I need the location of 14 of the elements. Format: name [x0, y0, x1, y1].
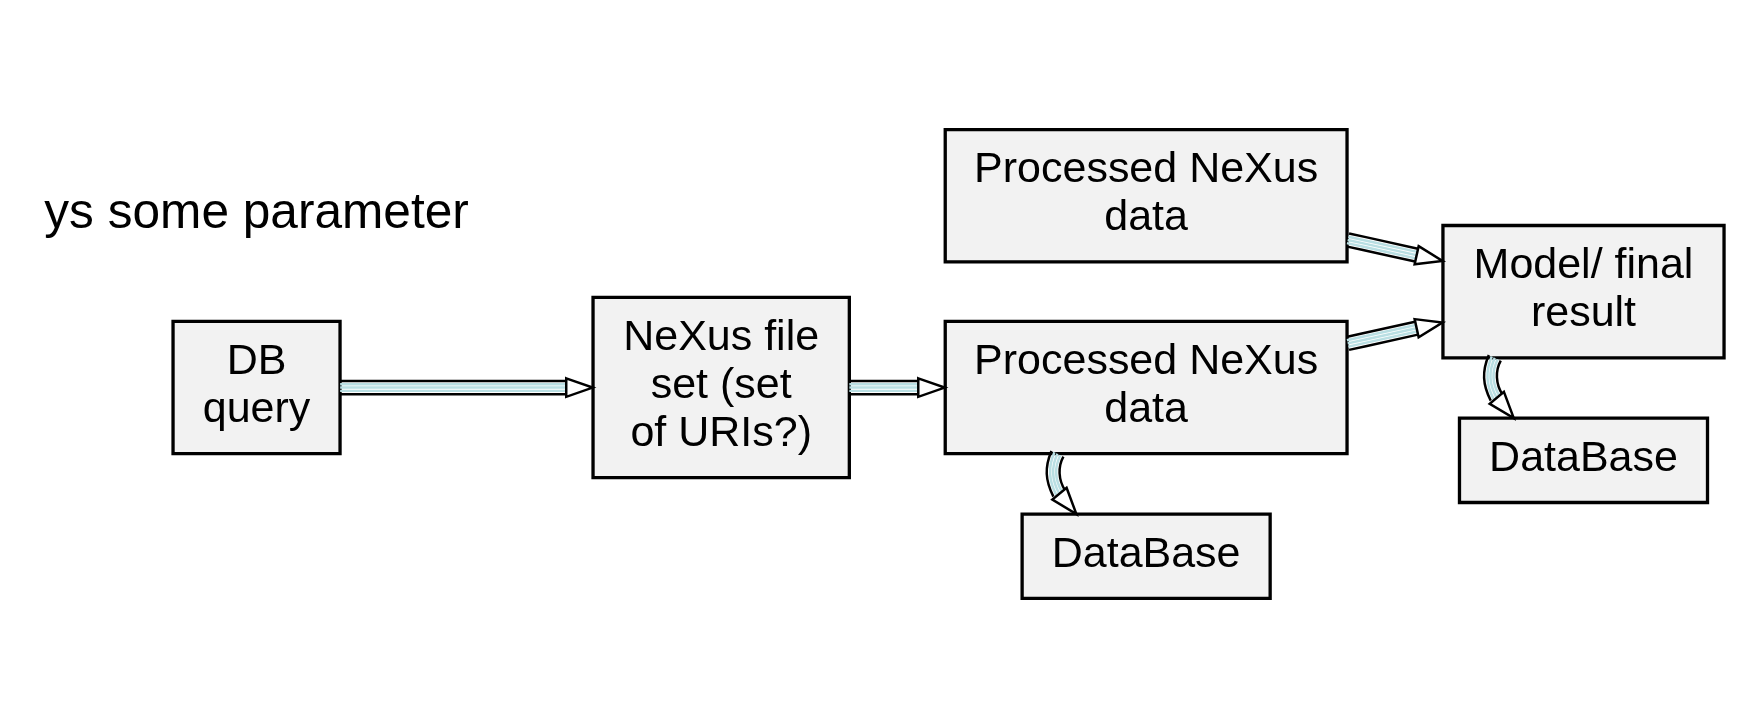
node-box: Processed NeXus data — [943, 127, 1349, 264]
node-box: DB query — [171, 319, 342, 456]
node-box: Model/ final result — [1441, 223, 1726, 360]
node-box: DataBase — [1457, 416, 1710, 505]
arrow — [1345, 232, 1447, 266]
node-box: Processed NeXus data — [943, 319, 1349, 456]
node-box: DataBase — [1020, 512, 1272, 601]
arrow — [1482, 354, 1517, 422]
arrow — [1045, 450, 1079, 517]
arrow — [1345, 317, 1447, 352]
arrow — [340, 376, 597, 399]
label: ys some parameter — [44, 183, 469, 239]
arrow — [849, 376, 949, 399]
node-box: NeXus file set (set of URIs?) — [591, 295, 851, 480]
